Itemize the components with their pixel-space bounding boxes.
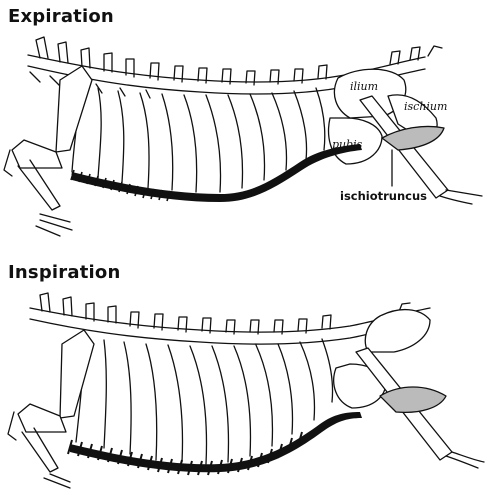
hind-foot — [440, 190, 482, 204]
ilium-bone — [365, 310, 430, 352]
ventral-muscle-band — [70, 412, 362, 472]
inspiration-panel: Inspiration — [0, 256, 487, 500]
manus — [36, 214, 72, 236]
expiration-panel: Expiration — [0, 0, 487, 244]
scapula — [56, 66, 92, 152]
humerus — [12, 140, 62, 168]
hind-foot — [446, 452, 484, 468]
label-ilium: ilium — [350, 80, 378, 93]
ischiotruncus-muscle — [380, 387, 446, 412]
manus — [44, 474, 70, 488]
humerus — [18, 404, 66, 432]
scapula — [60, 330, 94, 418]
skeleton-diagram-expiration: ilium ischium pubis ischiotruncus — [0, 0, 487, 244]
label-ischium: ischium — [404, 100, 447, 113]
forelimb-lower — [22, 428, 58, 472]
ventral-muscle-band — [72, 144, 362, 202]
neural-spines — [40, 293, 410, 334]
skeleton-diagram-inspiration — [0, 256, 487, 489]
label-pubis: pubis — [332, 138, 363, 151]
label-ischiotruncus: ischiotruncus — [340, 189, 427, 203]
